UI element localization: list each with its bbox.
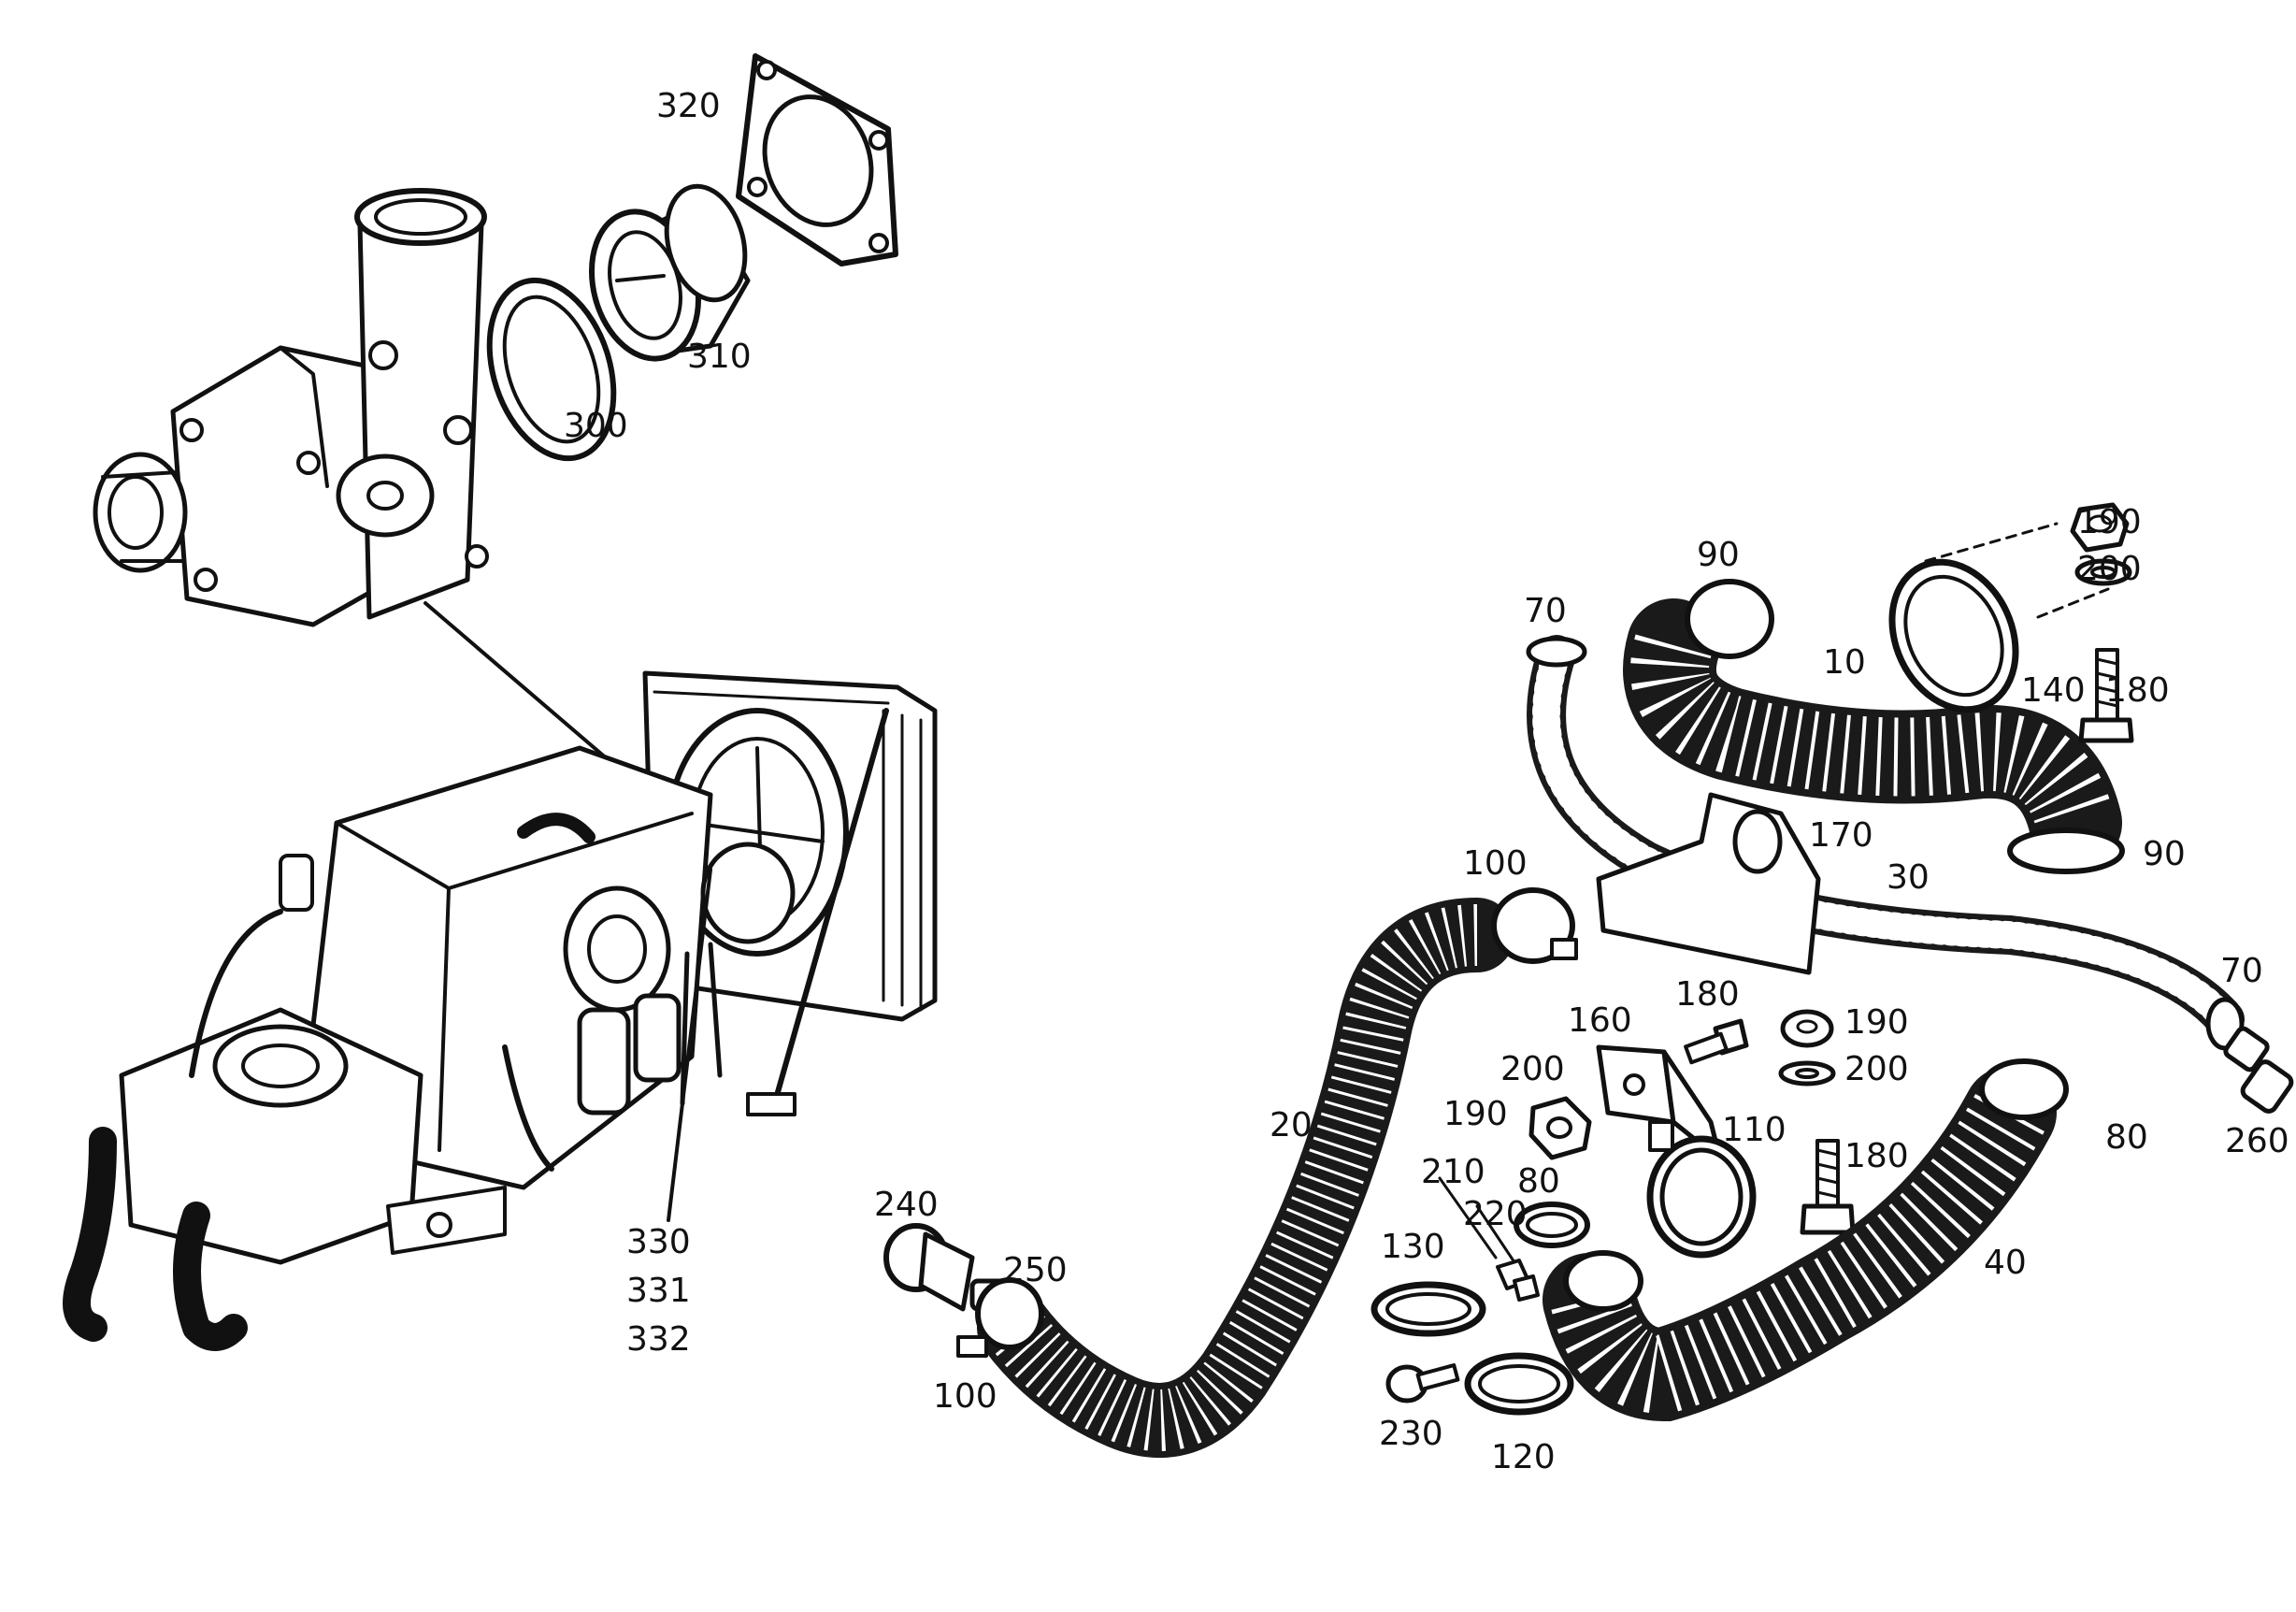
clamp-80-mid: [1514, 1202, 1590, 1248]
screw-230: [1385, 1363, 1460, 1403]
coupler-240-250: [883, 1223, 1044, 1358]
label-90-right: 90: [2143, 835, 2186, 873]
callout-labels: 320 310 300 90 190 200 70 10 140 180 170…: [564, 87, 2289, 1476]
label-250: 250: [1003, 1251, 1068, 1289]
clamp-140: [1888, 522, 2110, 713]
clamp-110: [1646, 1120, 1757, 1259]
label-230: 230: [1379, 1415, 1443, 1453]
hose-10: [1623, 579, 2125, 874]
sleeve: [588, 183, 751, 362]
label-240: 240: [874, 1186, 939, 1224]
pump-housing: [93, 188, 489, 627]
coupling-260: [2223, 1026, 2294, 1114]
label-100-top: 100: [1463, 844, 1528, 883]
label-100-low: 100: [933, 1377, 997, 1416]
label-300: 300: [564, 407, 628, 445]
label-190-top: 190: [2077, 503, 2142, 541]
label-320: 320: [656, 87, 721, 125]
label-200-top: 200: [2077, 550, 2142, 588]
fastener-set-top: [2070, 502, 2134, 743]
label-210: 210: [1421, 1153, 1485, 1191]
label-190-mid-left: 190: [1443, 1095, 1508, 1133]
label-220: 220: [1463, 1195, 1528, 1233]
label-70-top: 70: [1524, 592, 1567, 630]
label-160: 160: [1568, 1001, 1632, 1040]
label-80-right: 80: [2105, 1118, 2148, 1157]
nut-190-mid-left: [1528, 1096, 1592, 1160]
label-180-top: 180: [2105, 671, 2170, 710]
bracket-160: [1596, 1044, 1723, 1162]
label-310: 310: [687, 338, 752, 376]
label-190-mid: 190: [1844, 1003, 1909, 1042]
flange-gasket: [736, 53, 898, 266]
label-331: 331: [626, 1272, 691, 1310]
bolt-180-low: [1800, 1139, 1856, 1235]
label-200-mid-right: 200: [1844, 1050, 1909, 1088]
label-120: 120: [1491, 1438, 1556, 1476]
clamp-130: [1370, 1281, 1486, 1337]
clamp-100-top: [1491, 887, 1578, 964]
label-200-mid-left: 200: [1500, 1050, 1565, 1088]
label-90-top: 90: [1697, 536, 1740, 574]
label-130: 130: [1381, 1228, 1445, 1266]
label-332: 332: [626, 1320, 691, 1359]
bolt-180-mid: [1684, 1018, 1749, 1065]
label-80-mid: 80: [1517, 1162, 1560, 1201]
clamp-120: [1464, 1352, 1574, 1416]
seal-ring: [486, 277, 617, 462]
fastener-set-mid-right: [1778, 1009, 1836, 1087]
label-70-right: 70: [2220, 952, 2263, 990]
fan-leader-line: [667, 868, 712, 1222]
label-30: 30: [1887, 858, 1930, 897]
hose-40: [1543, 1058, 2069, 1422]
label-40: 40: [1984, 1244, 2027, 1282]
label-180-mid: 180: [1675, 975, 1740, 1014]
label-110: 110: [1722, 1111, 1787, 1149]
mounting-plate-170: [1596, 792, 1821, 975]
label-140: 140: [2021, 671, 2086, 710]
label-170: 170: [1809, 816, 1873, 855]
label-180-low: 180: [1844, 1137, 1909, 1175]
label-260: 260: [2225, 1122, 2289, 1160]
screw-210-220: [1438, 1176, 1540, 1302]
engine-assembly: [63, 670, 938, 1351]
label-20: 20: [1270, 1106, 1313, 1144]
label-330: 330: [626, 1223, 691, 1261]
label-10: 10: [1823, 643, 1866, 682]
